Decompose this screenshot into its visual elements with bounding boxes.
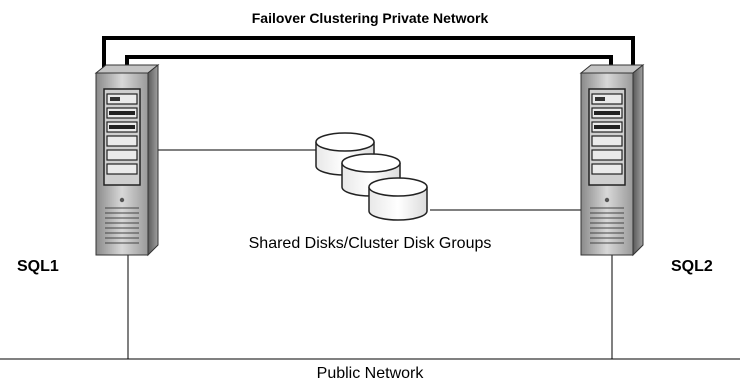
server-tower-icon bbox=[95, 64, 159, 256]
node-label-sql2: SQL2 bbox=[671, 258, 713, 275]
storage-links bbox=[156, 149, 585, 211]
server-tower-icon bbox=[580, 64, 644, 256]
private-network-link bbox=[102, 36, 635, 74]
public-network-link bbox=[0, 250, 740, 360]
private-network-label: Failover Clustering Private Network bbox=[251, 10, 489, 26]
public-network-label: Public Network bbox=[316, 365, 424, 382]
node-label-sql1: SQL1 bbox=[17, 258, 59, 275]
shared-disks-label: Shared Disks/Cluster Disk Groups bbox=[248, 235, 492, 252]
disk-cylinder-icon bbox=[368, 177, 428, 221]
